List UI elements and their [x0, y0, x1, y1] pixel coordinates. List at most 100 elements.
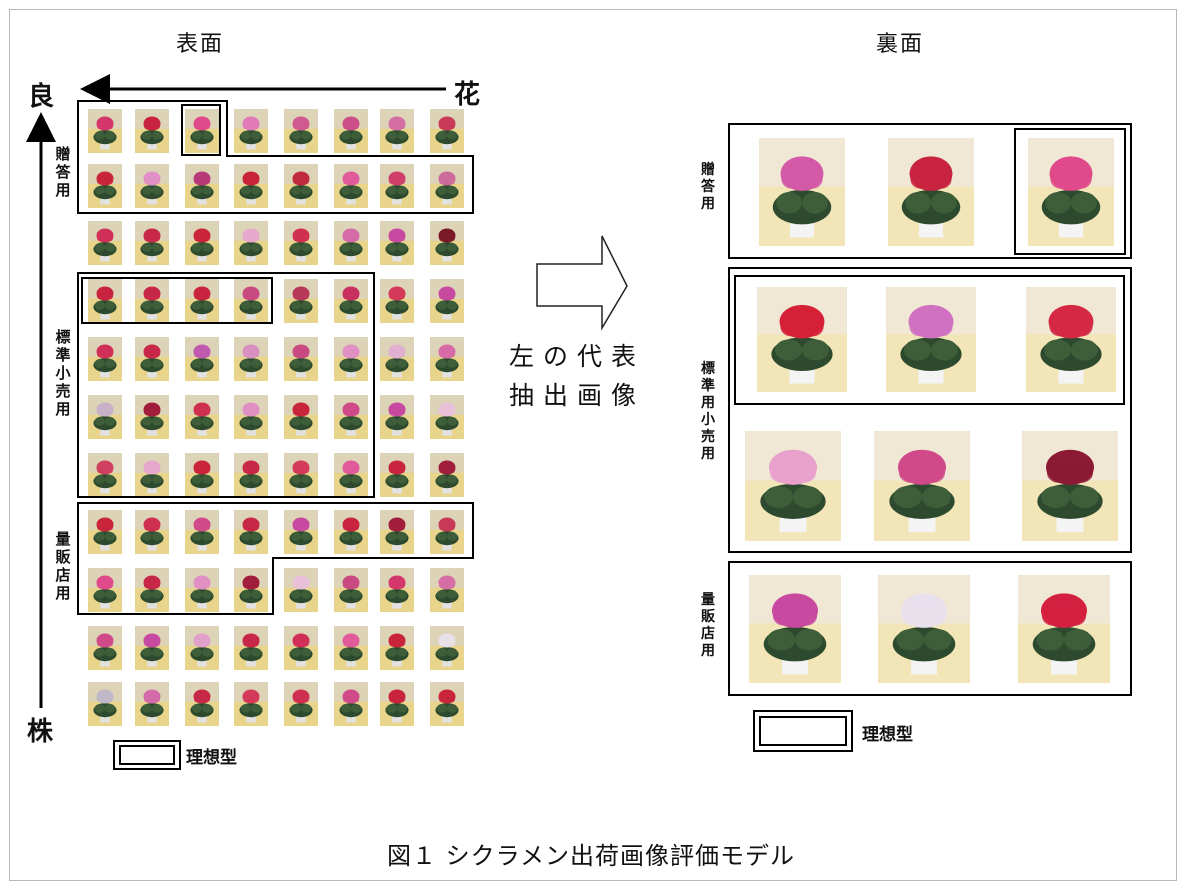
front-ideal-gift-box [181, 104, 221, 156]
front-photo [88, 279, 122, 323]
front-photo [284, 626, 318, 670]
front-photo [380, 682, 414, 726]
front-photo [334, 337, 368, 381]
front-photo [380, 395, 414, 439]
front-photo [234, 109, 268, 153]
front-photo [135, 337, 169, 381]
front-photo [334, 510, 368, 554]
front-photo [334, 453, 368, 497]
front-legend-inner-box [119, 745, 175, 765]
back-legend-outer-box [753, 710, 853, 752]
front-label-gift: 贈答用 [55, 145, 71, 199]
front-photo [185, 279, 219, 323]
front-photo [234, 510, 268, 554]
front-photo [234, 626, 268, 670]
front-photo [185, 221, 219, 265]
front-photo [135, 510, 169, 554]
front-photo [430, 164, 464, 208]
front-photo [284, 337, 318, 381]
front-photo [380, 109, 414, 153]
front-photo [430, 568, 464, 612]
back-legend-label: 理想型 [862, 725, 913, 745]
front-photo [284, 221, 318, 265]
front-photo [430, 395, 464, 439]
front-photo [135, 395, 169, 439]
front-photo [380, 279, 414, 323]
back-heading: 裏面 [876, 32, 925, 57]
front-photo [135, 279, 169, 323]
back-photo-standard [874, 431, 970, 541]
axis-flower-label: 花 [454, 80, 481, 110]
front-photo [284, 568, 318, 612]
front-photo [334, 164, 368, 208]
front-photo [430, 682, 464, 726]
representative-arrow [536, 235, 628, 331]
front-photo [284, 109, 318, 153]
front-photo [334, 395, 368, 439]
back-photo-standard [757, 287, 847, 392]
back-mass-box [728, 561, 1132, 696]
back-gift-box [728, 123, 1132, 259]
figure-frame [9, 9, 1177, 881]
front-photo [185, 626, 219, 670]
back-standard-box [728, 267, 1132, 553]
front-photo [430, 109, 464, 153]
middle-text-line1: 左の代表 [509, 342, 646, 371]
back-label-standard: 標準用小売用 [701, 361, 715, 462]
front-photo [234, 568, 268, 612]
back-photo-standard [1026, 287, 1116, 392]
back-ideal-gift-box [1014, 128, 1126, 255]
front-photo [430, 453, 464, 497]
axis-top-label: 良 [28, 82, 55, 112]
back-photo-gift [759, 138, 845, 246]
front-photo [234, 453, 268, 497]
front-photo [135, 568, 169, 612]
back-photo-gift [1028, 138, 1114, 246]
front-photo [380, 337, 414, 381]
back-photo-mass [749, 575, 841, 683]
front-photo [234, 221, 268, 265]
front-photo [88, 626, 122, 670]
front-photo [380, 164, 414, 208]
front-photo [234, 682, 268, 726]
front-photo [135, 682, 169, 726]
front-legend-outer-box [113, 740, 181, 770]
front-gift-boundary [77, 100, 474, 214]
back-photo-mass [1018, 575, 1110, 683]
figure-caption: 図１ シクラメン出荷画像評価モデル [387, 842, 795, 870]
back-photo-standard [886, 287, 976, 392]
front-photo [380, 453, 414, 497]
front-photo [234, 279, 268, 323]
front-photo [284, 395, 318, 439]
front-photo [284, 279, 318, 323]
front-label-standard: 標準小売用 [55, 328, 71, 418]
axis-plant-label: 株 [27, 717, 54, 747]
front-photo [185, 337, 219, 381]
back-photo-mass [878, 575, 970, 683]
front-photo [88, 221, 122, 265]
front-photo [234, 395, 268, 439]
back-photo-gift [888, 138, 974, 246]
front-photo [334, 626, 368, 670]
back-label-mass: 量販店用 [701, 592, 715, 659]
front-heading: 表面 [176, 32, 225, 57]
front-photo [185, 453, 219, 497]
front-photo [88, 682, 122, 726]
back-ideal-standard-box [734, 275, 1125, 405]
back-legend-inner-box [759, 716, 847, 746]
front-photo [135, 453, 169, 497]
front-photo [380, 626, 414, 670]
front-photo [334, 109, 368, 153]
front-photo [185, 510, 219, 554]
front-photo [284, 510, 318, 554]
front-photo [185, 164, 219, 208]
front-photo [430, 279, 464, 323]
back-label-gift: 贈答用 [701, 162, 715, 212]
front-photo [185, 682, 219, 726]
front-photo [284, 682, 318, 726]
front-photo [430, 626, 464, 670]
front-photo [88, 164, 122, 208]
front-photo [430, 221, 464, 265]
